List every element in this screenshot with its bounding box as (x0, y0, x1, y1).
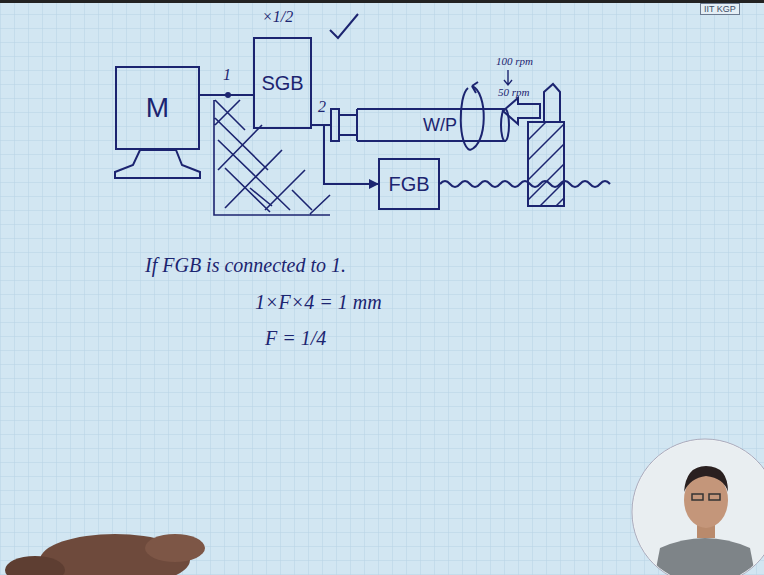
institute-logo: IIT KGP (700, 3, 740, 15)
note-text: If FGB is connected to 1. (145, 254, 346, 277)
point-number: 2 (318, 98, 326, 116)
connector (200, 94, 253, 96)
node-label: W/P (423, 115, 457, 136)
speed-value: 50 rpm (498, 86, 529, 98)
node-label: M (146, 92, 169, 124)
speed-gearbox: SGB (253, 37, 312, 129)
equation: F = 1/4 (265, 327, 326, 350)
node-label: SGB (261, 72, 303, 95)
node-label: FGB (388, 173, 429, 196)
workpiece-shape (330, 105, 510, 145)
workpiece: W/P (330, 105, 510, 145)
speed-value: 100 rpm (496, 55, 533, 67)
feed-gearbox: FGB (378, 158, 440, 210)
point-number: 1 (223, 66, 231, 84)
gear-ratio: ×1/2 (262, 8, 293, 26)
equation: 1×F×4 = 1 mm (255, 291, 382, 314)
motor-box: M (115, 66, 200, 150)
connector (312, 125, 378, 184)
